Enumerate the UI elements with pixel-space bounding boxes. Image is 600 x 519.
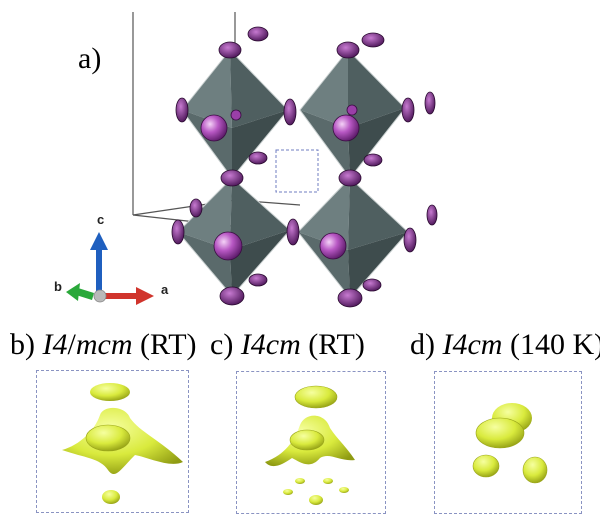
axis-c-label: c [97, 212, 105, 227]
panel-b-slash: / [67, 328, 76, 361]
panel-d-prefix: d) [410, 328, 443, 361]
panel-b-label: b) I4/mcm (RT) [10, 330, 197, 360]
panel-c-group: I4cm [240, 328, 301, 361]
panel-c-label: c) I4cm (RT) [210, 330, 365, 360]
panel-d-label: d) I4cm (140 K) [410, 330, 600, 360]
panel-b-group-rest: mcm [75, 328, 133, 361]
axis-c-arrow [90, 232, 108, 293]
octahedron-top-right [299, 49, 406, 179]
axis-b-label: b [54, 279, 62, 294]
panel-d-cond: (140 K) [502, 328, 600, 361]
panel-c-prefix: c) [210, 328, 241, 361]
panel-d-box [434, 371, 582, 514]
panel-b-cond: (RT) [132, 328, 197, 361]
panel-a-label: a) [78, 42, 102, 75]
panel-c-cond: (RT) [300, 328, 365, 361]
panel-b-box [36, 370, 189, 513]
inner-cell-box [275, 149, 319, 193]
panel-b-prefix: b) [10, 328, 43, 361]
axis-origin [93, 289, 107, 303]
axis-b-arrow [66, 283, 94, 301]
panel-c-box [236, 371, 386, 514]
panel-b-group-num: I4 [42, 328, 68, 361]
panel-d-group: I4cm [442, 328, 503, 361]
halide-atoms [171, 26, 438, 308]
lead-atoms [200, 104, 360, 261]
axis-a-arrow [104, 287, 154, 305]
axis-a-label: a [161, 282, 169, 297]
